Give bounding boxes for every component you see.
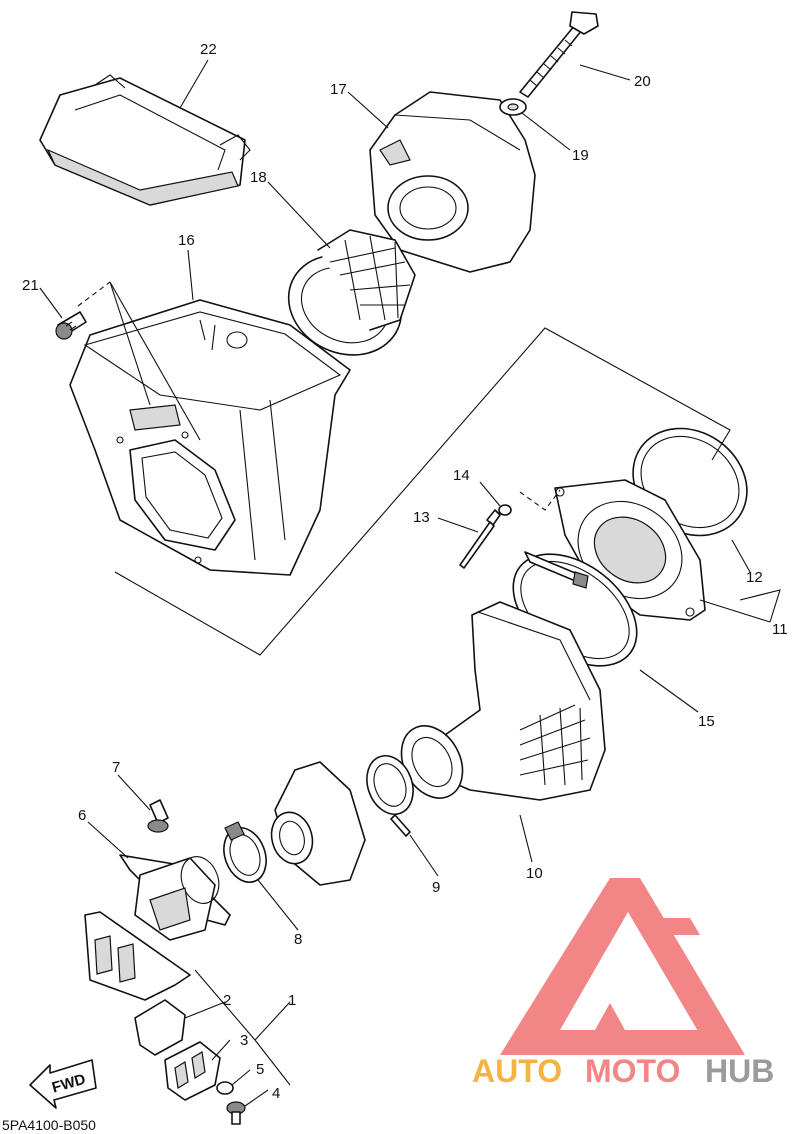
part-22-airbox-cover bbox=[39, 74, 251, 206]
callout-13: 13 bbox=[413, 509, 430, 526]
callout-14: 14 bbox=[453, 467, 470, 484]
part-9-clamp bbox=[366, 755, 414, 837]
part-16-airbox bbox=[69, 299, 351, 576]
part-7-flange-bolt bbox=[147, 799, 169, 833]
diagram-code: 5PA4100-B050 bbox=[2, 1117, 96, 1133]
callout-21: 21 bbox=[22, 277, 39, 294]
callout-3: 3 bbox=[240, 1032, 248, 1049]
callout-7: 7 bbox=[112, 759, 120, 776]
watermark-logo-mark bbox=[500, 878, 745, 1055]
callout-6: 6 bbox=[78, 807, 86, 824]
part-18-filter-cage bbox=[287, 229, 416, 356]
reed-plate bbox=[84, 911, 191, 1001]
callout-22: 22 bbox=[200, 41, 217, 58]
part-13-rivet bbox=[459, 509, 501, 569]
part-20-long-bolt bbox=[519, 11, 599, 98]
callout-19: 19 bbox=[572, 147, 589, 164]
callout-11: 11 bbox=[772, 621, 788, 638]
callout-18: 18 bbox=[250, 169, 267, 186]
watermark-text-auto: AUTO bbox=[472, 1053, 562, 1089]
part-2-reed bbox=[134, 999, 186, 1056]
fwd-arrow-icon: FWD bbox=[29, 1059, 97, 1109]
part-14-small-washer bbox=[498, 504, 512, 516]
part-10-intake-boot bbox=[400, 601, 606, 801]
callout-10: 10 bbox=[526, 865, 543, 882]
part-3-reed-stopper bbox=[164, 1041, 221, 1101]
callout-20: 20 bbox=[634, 73, 651, 90]
part-8-band-clamp bbox=[223, 821, 267, 883]
leader-lines bbox=[39, 59, 781, 1107]
part-5-washer bbox=[216, 1081, 234, 1095]
callout-15: 15 bbox=[698, 713, 715, 730]
callout-2: 2 bbox=[223, 992, 231, 1009]
callout-5: 5 bbox=[256, 1061, 264, 1078]
callout-16: 16 bbox=[178, 232, 195, 249]
callout-9: 9 bbox=[432, 879, 440, 896]
part-21-screw bbox=[55, 311, 87, 340]
watermark-text-moto: MOTO bbox=[585, 1053, 680, 1089]
callout-8: 8 bbox=[294, 931, 302, 948]
callout-1: 1 bbox=[288, 992, 296, 1009]
part-19-washer bbox=[499, 98, 527, 116]
watermark-logo: AUTO MOTO HUB bbox=[472, 878, 774, 1089]
callout-12: 12 bbox=[746, 569, 763, 586]
part-4-screw bbox=[226, 1101, 246, 1125]
watermark-text-hub: HUB bbox=[705, 1053, 774, 1089]
part-17-air-filter bbox=[369, 91, 536, 273]
callout-17: 17 bbox=[330, 81, 347, 98]
callout-4: 4 bbox=[272, 1085, 280, 1102]
intake-insulator bbox=[270, 761, 366, 886]
part-6-reed-valve-assembly bbox=[119, 854, 231, 941]
callout-numbers: 22 17 18 20 19 16 21 14 13 12 11 15 7 6 … bbox=[22, 41, 788, 1102]
